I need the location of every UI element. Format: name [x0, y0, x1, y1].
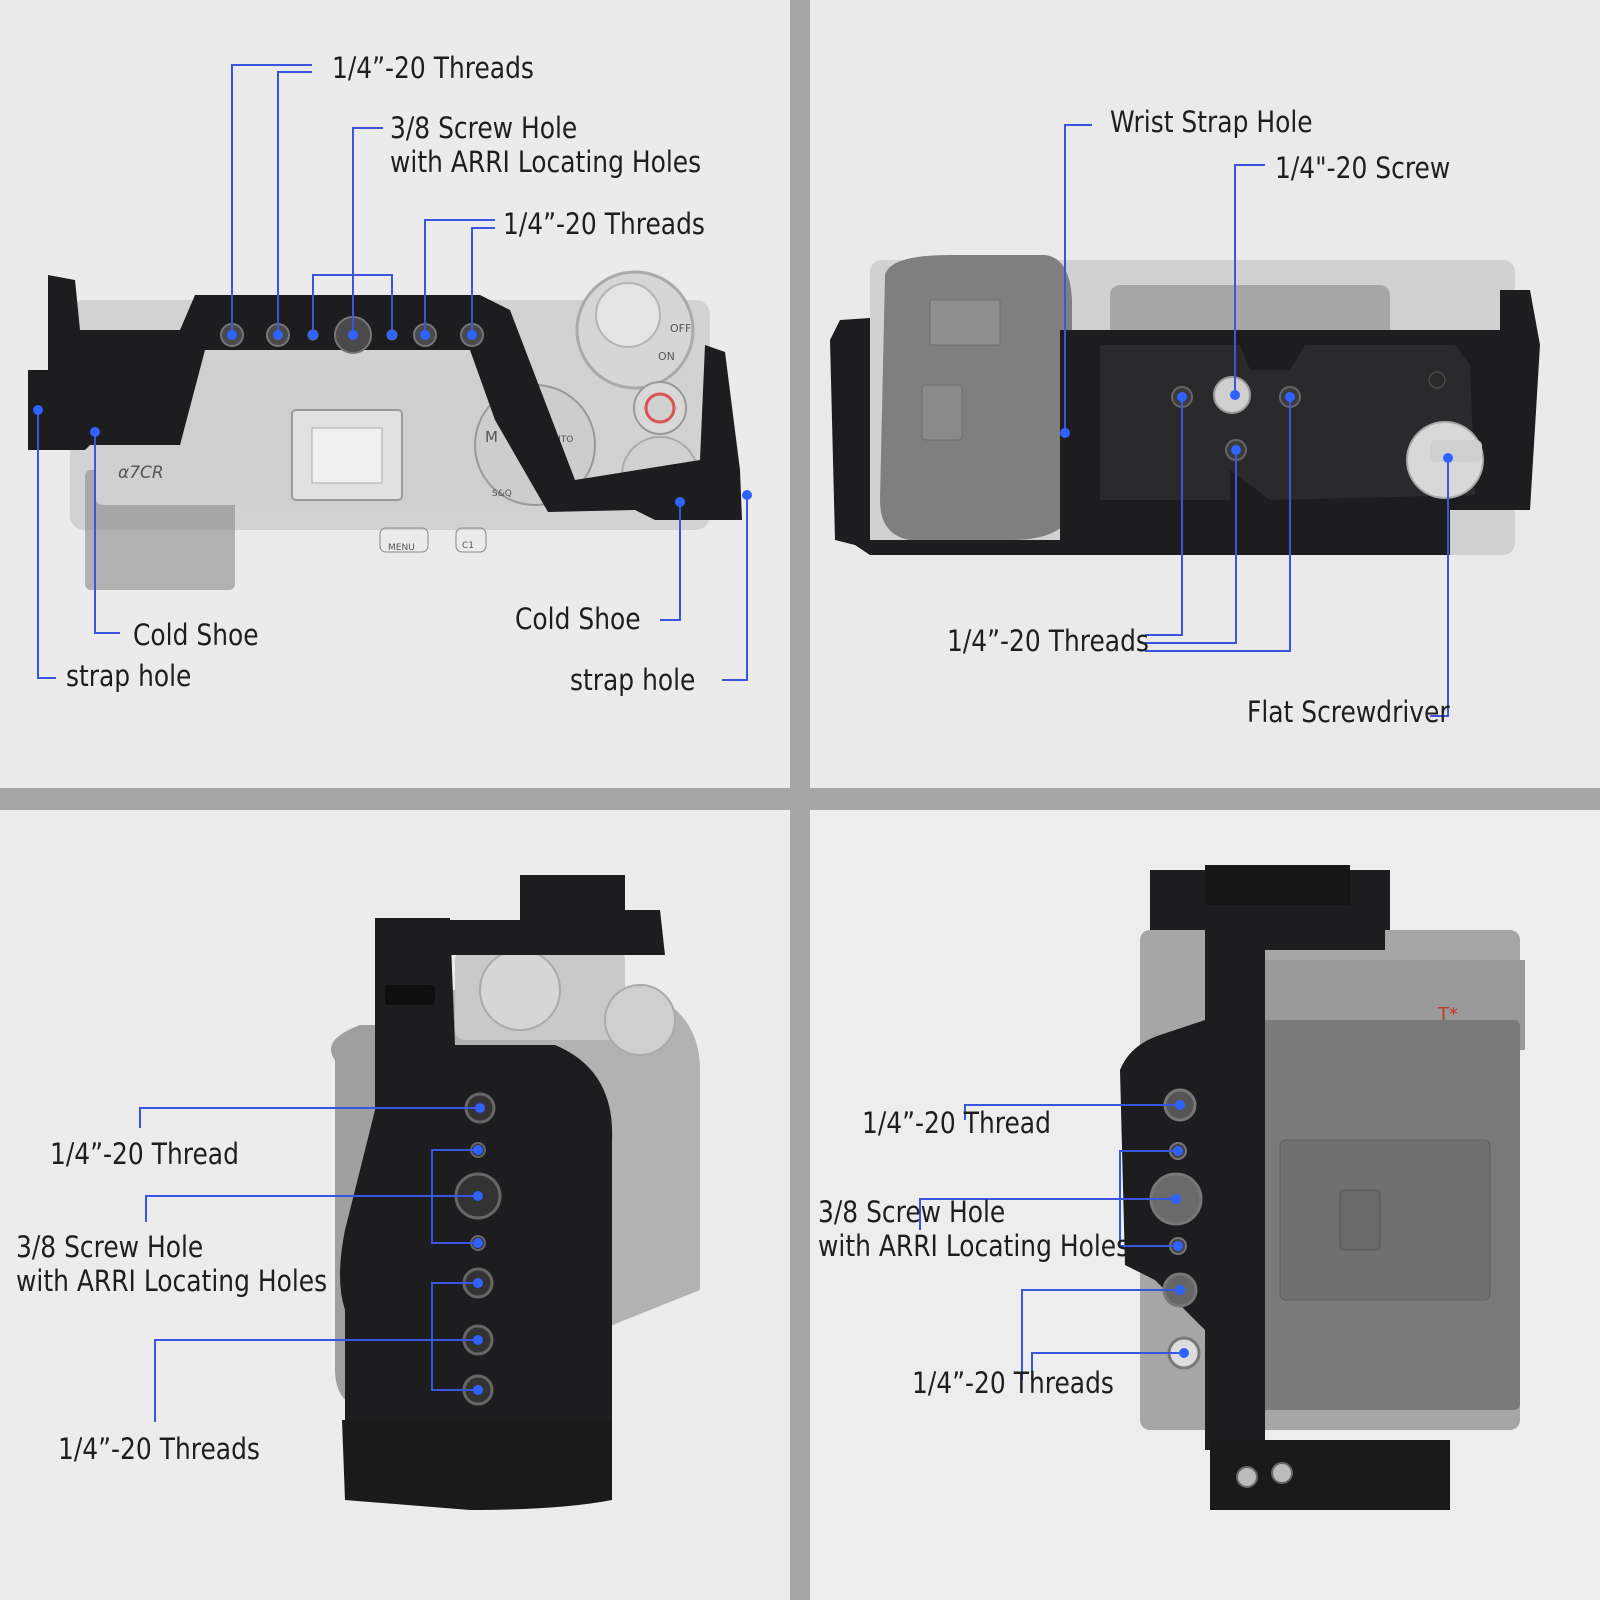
callout-grip-thread: 1/4”-20 Thread [50, 1137, 239, 1171]
callout-quarter-screw: 1/4"-20 Screw [1275, 151, 1451, 185]
panel-rear-side-view: T* [810, 810, 1600, 1600]
cold-shoe-block [1205, 865, 1350, 905]
panel-grip-side-view: 1/4”-20 Thread 3/8 Screw Hole with ARRI … [0, 810, 790, 1600]
menu-button-text: MENU [388, 543, 415, 553]
port-cover [1279, 1139, 1491, 1301]
bottom-view-callout-lines [1064, 124, 1449, 717]
cage-top-rail [1265, 920, 1385, 950]
hot-shoe-inner [311, 427, 383, 484]
mode-sq-text: S&Q [492, 489, 512, 499]
callout-flat-screwdriver: Flat Screwdriver [1247, 695, 1450, 729]
control-dial [479, 949, 561, 1031]
shutter-button [595, 282, 661, 348]
top-view-callout-dots [33, 330, 752, 507]
strap-slot [385, 985, 435, 1005]
callout-rear-screw-hole-line1: 3/8 Screw Hole [818, 1195, 1006, 1229]
mode-m-text: M [485, 428, 498, 446]
callout-grip-screw-hole-line2: with ARRI Locating Holes [16, 1264, 328, 1298]
power-off-text: OFF [670, 322, 691, 335]
cage-side-frame [1120, 905, 1265, 1450]
cage-base-block [342, 1420, 612, 1510]
base-screw-1 [1236, 1466, 1258, 1488]
panel-bottom-view: Wrist Strap Hole 1/4"-20 Screw 1/4”-20 T… [810, 0, 1600, 788]
cage-top-handle [28, 275, 742, 520]
mode-auto-text: AUTO [548, 435, 573, 445]
grip-side-illustration [139, 875, 700, 1510]
callout-grip-threads: 1/4”-20 Threads [58, 1432, 260, 1466]
rear-side-callout-dots [1171, 1100, 1189, 1358]
callout-threads-right: 1/4”-20 Threads [503, 207, 705, 241]
c1-button [455, 527, 487, 553]
camera-grip [880, 255, 1072, 540]
callout-cold-shoe-left: Cold Shoe [133, 618, 259, 652]
grip-side-callout-lines [139, 1107, 480, 1422]
callout-grip-screw-hole-line1: 3/8 Screw Hole [16, 1230, 204, 1264]
camera-model-text: α7CR [118, 463, 164, 483]
power-on-text: ON [658, 350, 675, 363]
c1-button-text: C1 [462, 541, 474, 551]
lens-mount [1110, 285, 1390, 340]
callout-threads-top: 1/4”-20 Threads [332, 51, 534, 85]
panel-top-view: α7CR OFF ON MENU C1 M AUTO S&Q [0, 0, 790, 788]
callout-cold-shoe-right: Cold Shoe [515, 602, 641, 636]
callout-rear-threads: 1/4”-20 Threads [912, 1366, 1114, 1400]
top-view-illustration: α7CR OFF ON MENU C1 M AUTO S&Q [28, 64, 752, 681]
base-screw-2 [1271, 1462, 1293, 1484]
callout-bottom-threads: 1/4”-20 Threads [947, 624, 1149, 658]
grip-side-callout-dots [473, 1103, 485, 1395]
rear-side-callout-lines [919, 1104, 1184, 1380]
cage-base-recess [1100, 345, 1475, 500]
callout-screw-hole-line1: 3/8 Screw Hole [390, 111, 578, 145]
battery-latch [921, 384, 963, 441]
rear-control-dial [604, 984, 676, 1056]
port-latch [1339, 1189, 1381, 1251]
callout-rear-screw-hole-line2: with ARRI Locating Holes [818, 1229, 1130, 1263]
menu-button [379, 527, 429, 553]
bottom-view-callout-dots [1060, 390, 1453, 463]
bottom-view-illustration [830, 124, 1540, 717]
panel-divider-horizontal [0, 788, 1600, 810]
lens-badge-text: T* [1437, 1004, 1458, 1025]
callout-screw-hole: 3/8 Screw Hole with ARRI Locating Holes [390, 111, 701, 179]
callout-rear-thread: 1/4”-20 Thread [862, 1106, 1051, 1140]
callout-screw-hole-line2: with ARRI Locating Holes [390, 145, 702, 179]
battery-door-detail [929, 299, 1001, 346]
cage-top-plate [445, 875, 665, 955]
callout-rear-screw-hole: 3/8 Screw Hole with ARRI Locating Holes [818, 1195, 1129, 1263]
top-view-callout-lines [37, 64, 748, 681]
flat-screwdriver-tab [1430, 440, 1482, 462]
rear-side-illustration: T* [919, 865, 1525, 1510]
callout-grip-screw-hole: 3/8 Screw Hole with ARRI Locating Holes [16, 1230, 327, 1298]
callout-wrist-strap-hole: Wrist Strap Hole [1110, 105, 1313, 139]
callout-strap-hole-right: strap hole [570, 663, 696, 697]
callout-strap-hole-left: strap hole [66, 659, 192, 693]
record-button [644, 392, 676, 424]
